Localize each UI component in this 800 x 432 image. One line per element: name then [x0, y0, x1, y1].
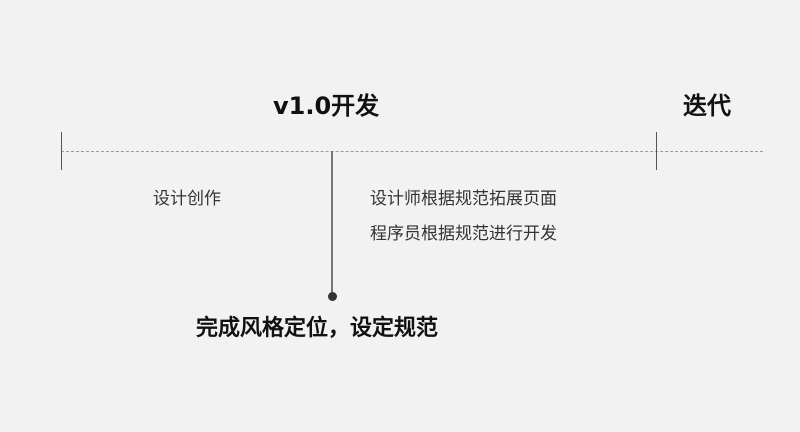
timeline-start-tick	[61, 132, 62, 170]
timeline-dashed-line	[61, 151, 763, 152]
phase-title-iteration: 迭代	[683, 92, 731, 120]
segment-design-text: 设计创作	[153, 189, 221, 209]
timeline-iteration-tick	[656, 132, 657, 170]
phase-title-v1: v1.0开发	[273, 92, 380, 120]
segment-development-line-1: 设计师根据规范拓展页面	[370, 189, 557, 209]
milestone-label: 完成风格定位，设定规范	[196, 316, 439, 341]
milestone-dot-icon	[328, 292, 337, 301]
milestone-stem	[331, 151, 333, 296]
segment-development-line-2: 程序员根据规范进行开发	[370, 224, 557, 244]
